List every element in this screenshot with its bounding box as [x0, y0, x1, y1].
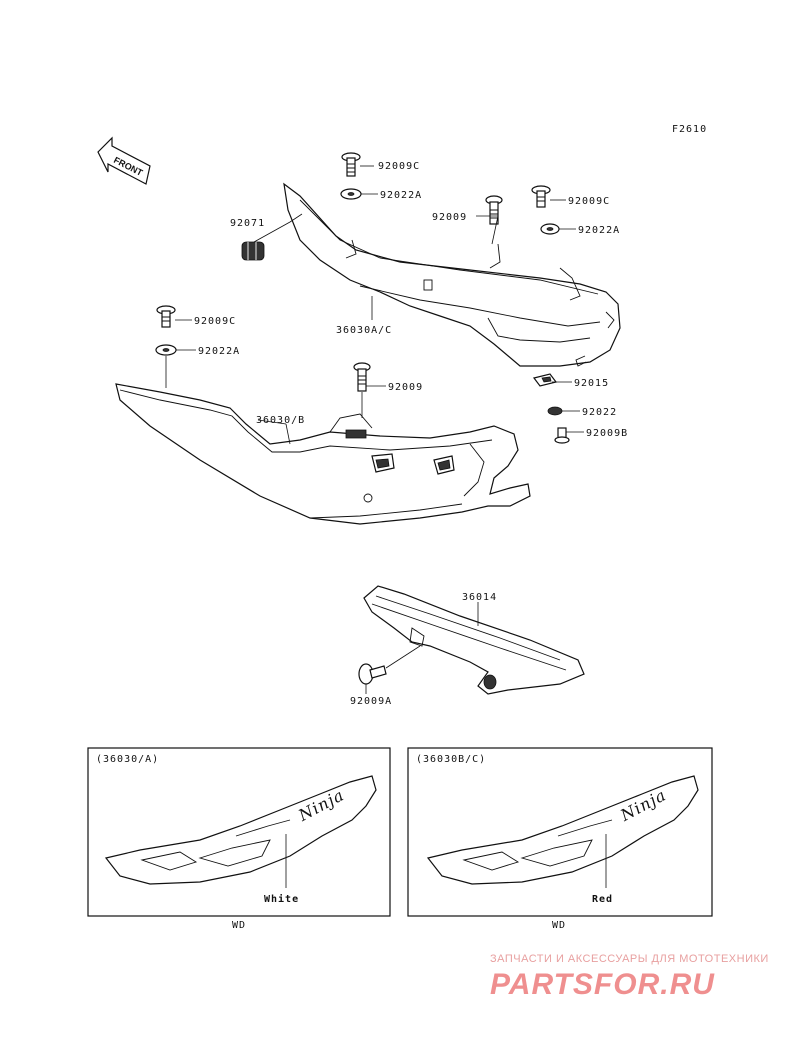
label-92022A-left: 92022A — [198, 346, 240, 357]
inset-title-36030BC: (36030B/C) — [416, 754, 486, 765]
figure-code: F2610 — [672, 124, 707, 135]
label-92022: 92022 — [582, 407, 617, 418]
inset-color-white: White — [264, 893, 299, 905]
bolt-92009C-top — [341, 152, 361, 177]
label-92015: 92015 — [574, 378, 609, 389]
label-92009C-left: 92009C — [194, 316, 236, 327]
lower-side-cover-36030B — [115, 383, 531, 525]
washer-92022 — [547, 406, 563, 416]
inset-36030BC: (36030B/C) Ninja Red — [407, 747, 713, 917]
inset-title-36030A: (36030/A) — [96, 754, 159, 765]
label-92009B: 92009B — [586, 428, 628, 439]
watermark-tagline: ЗАПЧАСТИ И АКСЕССУАРЫ ДЛЯ МОТОТЕХНИКИ — [490, 953, 769, 965]
washer-92022A-left — [155, 344, 177, 356]
leader-lines — [165, 165, 584, 445]
upper-side-cover-36030AC — [283, 182, 621, 367]
label-92071: 92071 — [230, 218, 265, 229]
inset-footer-left: WD — [232, 920, 246, 931]
screw-92009A — [358, 645, 421, 694]
grommet-92071 — [241, 241, 265, 261]
trim-36014 — [363, 585, 585, 695]
label-92009C-right: 92009C — [568, 196, 610, 207]
clip-nut-92015 — [532, 373, 558, 387]
label-92022A-top: 92022A — [380, 190, 422, 201]
inset-color-red: Red — [592, 894, 613, 905]
bolt-92009C-right — [531, 185, 551, 208]
washer-92022A-right — [540, 223, 560, 235]
label-92022A-right: 92022A — [578, 225, 620, 236]
label-92009C-top: 92009C — [378, 161, 420, 172]
label-36030AC: 36030A/C — [336, 325, 392, 336]
watermark-brand: PARTSFOR.RU — [490, 968, 715, 1001]
bolt-92009-lower — [353, 362, 371, 392]
front-arrow-icon: FRONT — [97, 136, 151, 185]
label-92009A: 92009A — [350, 696, 392, 707]
inset-36030A: (36030/A) Ninja White — [87, 747, 391, 917]
inset-footer-right: WD — [552, 920, 566, 931]
label-92009-mid: 92009 — [432, 212, 467, 223]
label-92009-lower: 92009 — [388, 382, 423, 393]
watermark: ЗАПЧАСТИ И АКСЕССУАРЫ ДЛЯ МОТОТЕХНИКИ PA… — [490, 953, 769, 1001]
washer-92022A-top — [340, 188, 362, 200]
bolt-92009C-left — [156, 305, 176, 328]
bolt-92009-mid — [485, 195, 503, 225]
label-36030B: 36030/B — [256, 415, 305, 426]
bolt-92009B — [554, 427, 570, 444]
label-36014: 36014 — [462, 592, 497, 603]
